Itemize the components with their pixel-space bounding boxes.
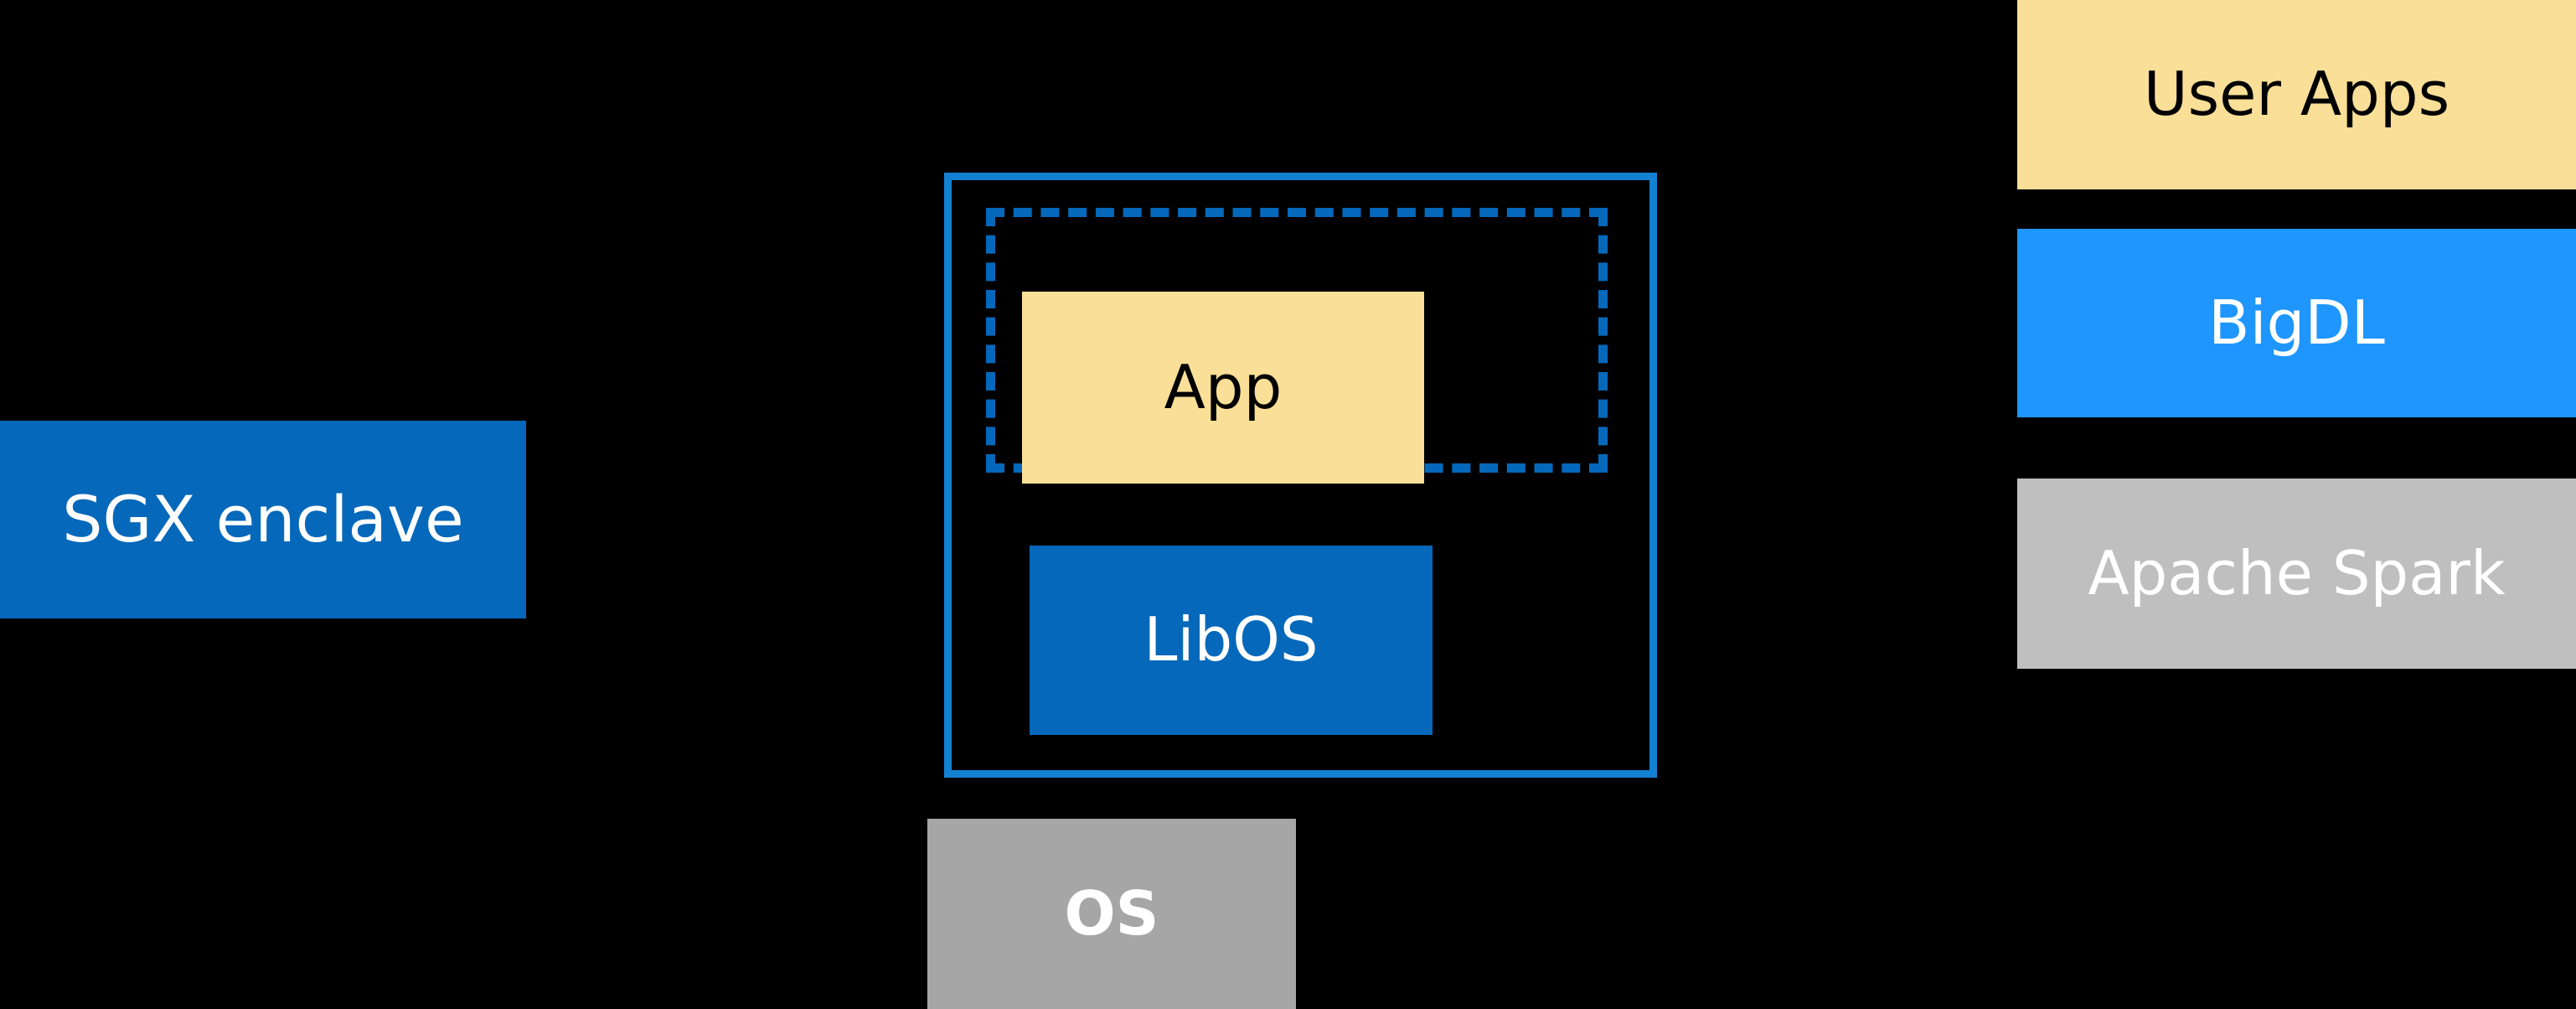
apache-spark-box[interactable]: Apache Spark: [2017, 479, 2576, 669]
app-box[interactable]: App: [1022, 292, 1424, 484]
libos-label: LibOS: [1143, 604, 1319, 675]
bigdl-box[interactable]: BigDL: [2017, 229, 2576, 417]
bigdl-label: BigDL: [2208, 287, 2385, 358]
os-box[interactable]: OS: [927, 819, 1296, 1009]
enclave-outer-frame[interactable]: [944, 173, 1657, 778]
sgx-enclave-box[interactable]: SGX enclave: [0, 421, 526, 618]
user-apps-label: User Apps: [2143, 59, 2450, 130]
libos-box[interactable]: LibOS: [1030, 546, 1433, 735]
os-label: OS: [1064, 877, 1159, 949]
sgx-enclave-label: SGX enclave: [62, 482, 464, 557]
app-label: App: [1164, 351, 1283, 422]
connector-enclave-to-bigdl: [1656, 332, 2018, 439]
user-apps-box[interactable]: User Apps: [2017, 0, 2576, 189]
apache-spark-label: Apache Spark: [2088, 537, 2506, 608]
